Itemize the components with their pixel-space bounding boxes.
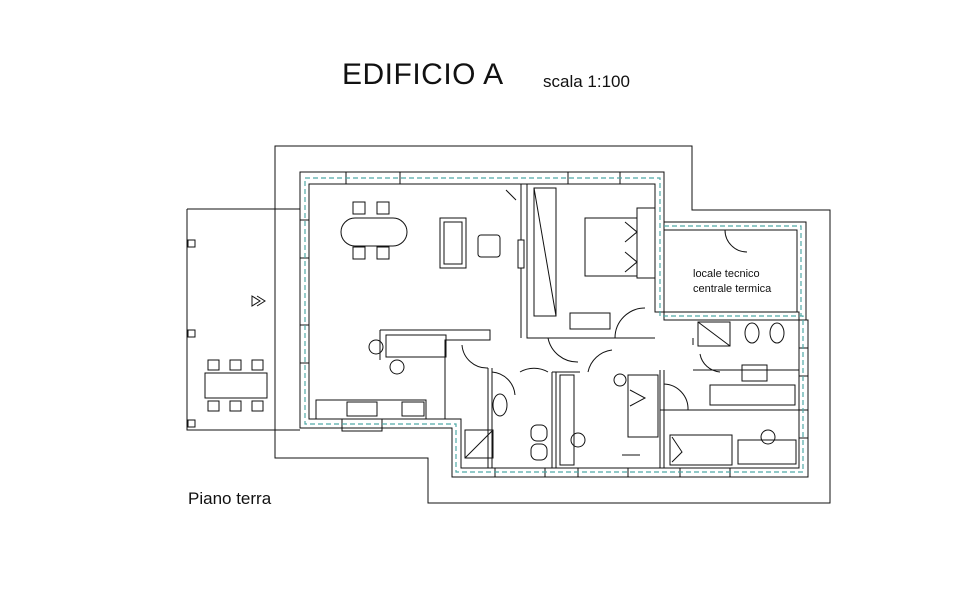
dining-chair	[352, 201, 366, 215]
plan-scale: scala 1:100	[543, 72, 630, 91]
wardrobe	[533, 187, 557, 317]
terrace-post	[187, 239, 196, 248]
interior-wall	[487, 368, 493, 468]
door-swing	[519, 367, 549, 373]
outdoor-chair	[229, 359, 242, 371]
plan-title: EDIFICIO A	[342, 58, 504, 91]
outdoor-chair	[229, 400, 242, 412]
terrace-outline	[186, 208, 300, 431]
shower-diagonal	[697, 321, 731, 347]
floor-label: Piano terra	[188, 489, 272, 508]
sofa-back	[443, 221, 463, 265]
terrace-post	[187, 329, 196, 338]
door-swing	[461, 344, 489, 369]
kitchen-sink	[346, 401, 378, 417]
toilet	[769, 322, 785, 344]
dining-chair	[376, 201, 390, 215]
outdoor-table	[204, 372, 268, 399]
chair-round	[613, 373, 627, 387]
window	[636, 207, 656, 279]
coffee-table	[477, 234, 501, 258]
dining-chair	[376, 246, 390, 260]
window	[341, 418, 383, 432]
desk-chair	[389, 359, 405, 375]
exterior-wall-outer	[299, 171, 809, 478]
sofa	[439, 217, 467, 269]
desk-chair	[368, 339, 384, 355]
door-swing	[699, 353, 721, 373]
storage	[559, 374, 575, 466]
bidet	[530, 424, 548, 442]
bed-single	[627, 374, 659, 438]
door-swing	[614, 307, 646, 339]
shower	[464, 429, 494, 459]
washbasin	[741, 364, 768, 382]
dresser	[569, 312, 611, 330]
dining-chair	[352, 246, 366, 260]
outdoor-chair	[251, 400, 264, 412]
kitchen-hob	[401, 401, 425, 417]
door-swing	[663, 383, 689, 411]
bathtub-sink	[492, 393, 508, 417]
technical-room-wall	[664, 221, 807, 320]
bed-single-pillow	[629, 389, 647, 407]
tv-unit	[517, 239, 525, 269]
door-swing	[547, 337, 579, 363]
dining-table	[340, 217, 408, 247]
desk	[737, 439, 797, 465]
terrace-arrow-icon	[251, 295, 266, 307]
kitchen-counter	[315, 399, 427, 420]
terrace-post	[187, 419, 196, 428]
desk	[385, 334, 447, 358]
technical-room-label-line1: locale tecnico	[693, 268, 760, 280]
bed-single-pillow	[671, 436, 683, 463]
interior-wall	[380, 329, 491, 419]
bidet	[744, 322, 760, 344]
wardrobe	[709, 384, 796, 406]
outdoor-chair	[207, 400, 220, 412]
wardrobe-diagonal	[533, 187, 557, 317]
double-bed	[584, 217, 638, 277]
technical-room-label-line2: centrale termica	[693, 283, 772, 295]
insulation-line	[664, 225, 802, 316]
shower	[697, 321, 731, 347]
bed-pillow	[624, 221, 638, 273]
outdoor-chair	[207, 359, 220, 371]
interior-wall	[692, 338, 799, 371]
insulation-line	[304, 177, 804, 473]
outdoor-chair	[251, 359, 264, 371]
toilet	[530, 443, 548, 461]
interior-wall	[526, 184, 655, 339]
door-swing	[587, 349, 613, 373]
site-outline	[274, 145, 831, 504]
door-swing	[724, 229, 748, 253]
interior-wall	[551, 372, 557, 468]
door-swing	[491, 371, 516, 396]
bed-single	[669, 434, 733, 466]
shower-diagonal	[464, 429, 494, 459]
door-swing	[505, 189, 517, 201]
desk-chair	[760, 429, 776, 445]
interior-wall	[659, 370, 665, 468]
round-table	[570, 432, 586, 448]
